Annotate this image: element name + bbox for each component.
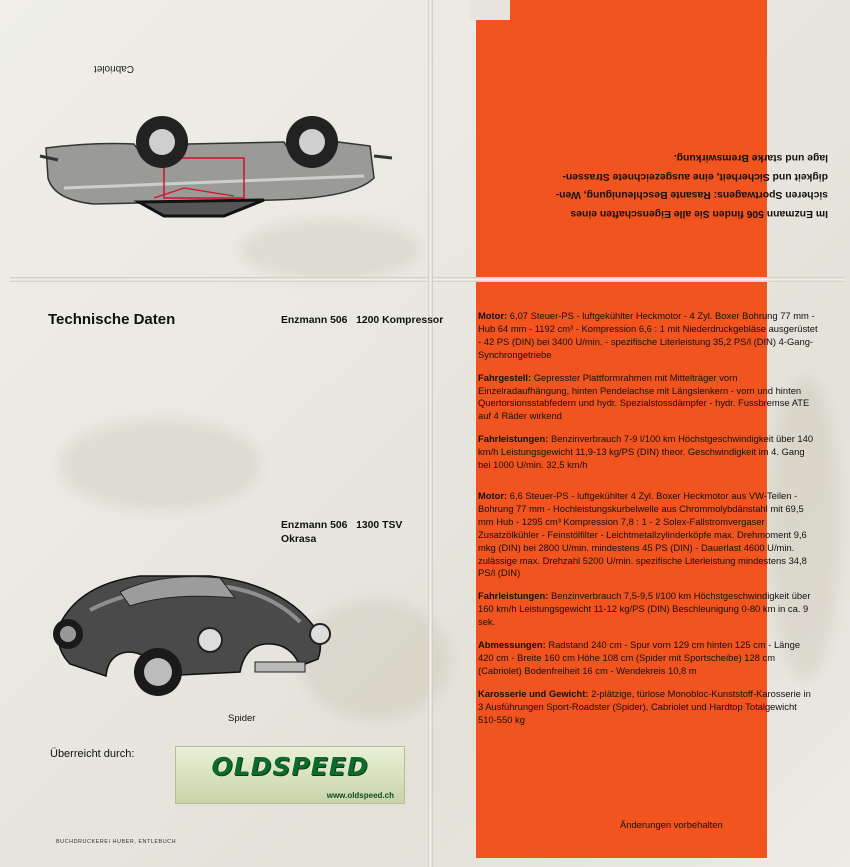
paper-stain [300,600,450,720]
intro-line: sicheren Sportwagens: Rasante Beschleuni… [555,189,828,201]
logo-text: OLDSPEED [211,752,369,781]
paper-stain [60,420,260,510]
horizontal-fold [10,277,845,282]
specifications: Motor: 6,07 Steuer-PS - luftgekühlter He… [478,310,818,736]
intro-line: Im Enzmann 506 finden Sie alle Eigenscha… [570,208,828,219]
changes-note: Änderungen vorbehalten [620,819,723,830]
cabriolet-car-illustration [39,116,393,218]
handed-over-label: Überreicht durch: [50,748,135,760]
cabriolet-caption: Cabriolet [93,63,135,74]
intro-line: lage und starke Bremswirkung. [673,152,828,164]
spider-car-illustration [53,575,331,696]
model-name: Enzmann 506 [281,315,348,326]
page-title: Technische Daten [48,311,176,328]
spec-motor-1: Motor: 6,07 Steuer-PS - luftgekühlter He… [478,310,818,360]
spec-motor-2: Motor: 6,6 Steuer-PS - luftgekühlter 4 Z… [478,489,807,579]
model-variant: 1200 Kompressor [356,315,444,326]
oldspeed-logo[interactable]: OLDSPEED www.oldspeed.ch [175,746,405,804]
spec-performance-1: Fahrleistungen: Benzinverbrauch 7-9 l/10… [478,433,814,471]
vertical-fold [428,0,433,867]
model-variant: 1300 TSV [356,520,403,531]
spec-chassis: Fahrgestell: Gepresster Plattformrahmen … [478,371,810,422]
intro-line: digkeit und Sicherheit, eine ausgezeichn… [562,171,828,182]
paper-tear [470,0,510,20]
spec-body-weight: Karosserie und Gewicht: 2-plätzige, türl… [478,687,811,725]
model-heading-1: Enzmann 506 1200 Kompressor [281,314,443,328]
spec-performance-2: Fahrleistungen: Benzinverbrauch 7,5-9,5 … [478,590,811,628]
printer-imprint: BUCHDRUCKEREI HUBER, ENTLEBUCH [56,839,177,845]
orange-stripe [476,0,767,858]
paper-stain [240,220,420,280]
model-sub: Okrasa [281,534,317,545]
spider-caption: Spider [228,713,256,724]
logo-url: www.oldspeed.ch [326,791,394,800]
intro-text: Im Enzmann 506 finden Sie alle Eigenscha… [483,148,828,222]
spec-dimensions: Abmessungen: Radstand 240 cm - Spur vorn… [478,639,801,676]
model-name: Enzmann 506 [281,520,348,531]
paper-stain [770,380,840,680]
model-heading-2: Enzmann 506 1300 TSV Okrasa [281,519,402,547]
